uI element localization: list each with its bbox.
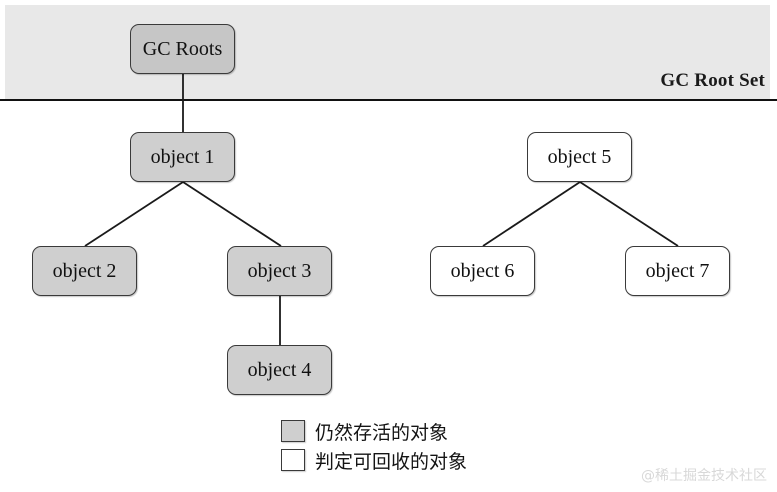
node-label: object 3	[247, 259, 312, 282]
node-gc-roots[interactable]: GC Roots	[130, 24, 235, 74]
edge-object-1-object-3	[182, 181, 282, 247]
node-object-2[interactable]: object 2	[32, 246, 137, 296]
legend-swatch-collectable-icon	[281, 449, 305, 471]
edge-object-5-object-7	[579, 181, 679, 247]
node-object-4[interactable]: object 4	[227, 345, 332, 395]
watermark: @稀土掘金技术社区	[641, 468, 767, 484]
gc-root-set-divider	[0, 99, 777, 101]
legend-item-collectable: 判定可回收的对象	[281, 447, 467, 473]
legend-label-collectable: 判定可回收的对象	[315, 450, 468, 473]
gc-root-set-label: GC Root Set	[660, 70, 765, 91]
node-object-1[interactable]: object 1	[130, 132, 235, 182]
node-object-3[interactable]: object 3	[227, 246, 332, 296]
edge-object-1-object-2	[84, 181, 184, 247]
node-label: object 5	[547, 145, 612, 168]
node-label: object 1	[150, 145, 215, 168]
node-label: object 7	[645, 259, 710, 282]
edge-object-5-object-6	[482, 181, 581, 247]
node-label: object 6	[450, 259, 515, 282]
node-label: object 4	[247, 358, 312, 381]
node-object-7[interactable]: object 7	[625, 246, 730, 296]
node-object-6[interactable]: object 6	[430, 246, 535, 296]
node-label: GC Roots	[142, 37, 223, 60]
node-object-5[interactable]: object 5	[527, 132, 632, 182]
node-label: object 2	[52, 259, 117, 282]
legend-swatch-alive-icon	[281, 420, 305, 442]
legend: 仍然存活的对象 判定可回收的对象	[281, 418, 467, 476]
legend-item-alive: 仍然存活的对象	[281, 418, 467, 444]
legend-label-alive: 仍然存活的对象	[315, 421, 449, 444]
